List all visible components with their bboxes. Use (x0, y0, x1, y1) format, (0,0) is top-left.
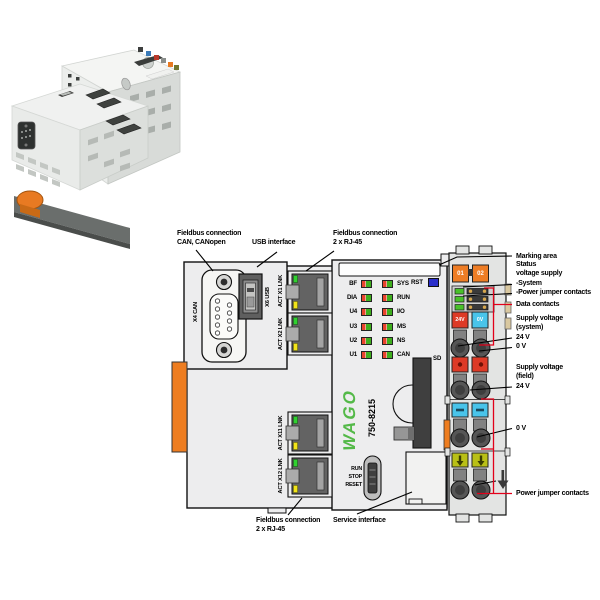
sd-label: SD (433, 356, 442, 362)
photo-terminal-contacts (138, 47, 179, 70)
label-fieldbus-top: Fieldbus connection 2 x RJ-45 (333, 230, 398, 247)
label-power-jumper-contacts: Power jumper contacts (516, 490, 589, 497)
mode-switch (363, 455, 382, 501)
led-label-u3: U3 (349, 323, 357, 330)
led-row: U2 NS (337, 336, 405, 345)
photo-dsub (17, 121, 36, 150)
label-status-voltage-supply: Status voltage supply -System -Power jum… (516, 261, 591, 297)
sd-card-slot (392, 357, 432, 461)
led-label-u1: U1 (349, 351, 357, 358)
led-label-u2: U2 (349, 337, 357, 344)
port-label-act-x11-lnk: ACT X11 LNK (278, 415, 284, 451)
marking-strip (338, 262, 441, 277)
bicolor-led (361, 307, 372, 316)
led-label-u4: U4 (349, 308, 357, 315)
mode-switch-labels: RUN STOP RESET (345, 466, 362, 488)
label-fieldbus-bottom: Fieldbus connection 2 x RJ-45 (256, 517, 321, 534)
bicolor-led (382, 293, 393, 302)
photo-vents-lower (16, 152, 60, 187)
led-label-ns: NS (397, 337, 406, 344)
port-label-x6-usb: X6 USB (265, 287, 271, 307)
led-label-ms: MS (397, 323, 406, 330)
dsub-can-connector (201, 269, 247, 363)
label-data-contacts: Data contacts (516, 301, 560, 308)
terminal-24v-text: 24V (455, 317, 465, 323)
port-label-act-x2-lnk: ACT X2 LNK (278, 317, 284, 351)
led-row: U3 MS (337, 322, 406, 331)
port-label-act-x12-lnk: ACT X12 LNK (278, 458, 284, 494)
bicolor-led (361, 336, 372, 345)
rst-label: RST (411, 279, 423, 286)
led-row: DIA RUN (337, 293, 410, 302)
photo-vents-right (88, 130, 130, 172)
wago-logo: WAGO (340, 386, 359, 453)
bicolor-led (382, 322, 393, 331)
bicolor-led (382, 279, 393, 288)
led-label-sys: SYS (397, 280, 409, 287)
bicolor-led (361, 279, 372, 288)
label-supply-system: Supply voltage (system) 24 V 0 V (516, 315, 563, 351)
usb-port (238, 273, 263, 320)
bicolor-led (382, 336, 393, 345)
red-bracket-lines (477, 287, 512, 495)
terminal-latch-orange (443, 419, 451, 451)
led-label-bf: BF (349, 280, 357, 287)
model-number: 750-8215 (367, 398, 377, 438)
led-row: U1 CAN (337, 350, 410, 359)
terminal-0v-text: 0V (476, 317, 484, 323)
led-label-run: RUN (397, 294, 410, 301)
system-24v-block (451, 311, 469, 329)
led-label-dia: DIA (346, 294, 357, 301)
system-0v-block (471, 311, 489, 329)
terminal-block (443, 245, 512, 523)
label-service-interface: Service interface (333, 517, 386, 524)
bicolor-led (382, 350, 393, 359)
port-label-act-x1-lnk: ACT X1 LNK (278, 274, 284, 308)
product-photo (10, 47, 182, 249)
label-marking-area: Marking area (516, 253, 557, 260)
status-led-and-data-contacts (451, 285, 495, 313)
earth-ground-icon (497, 470, 509, 489)
led-label-io: I/O (397, 308, 405, 315)
rj45-port-x2 (285, 312, 333, 356)
rj45-port-x11 (285, 411, 333, 455)
marking-02: 02 (477, 270, 484, 277)
rj45-port-x12 (285, 454, 333, 498)
rst-button (427, 278, 439, 287)
minus-icon (456, 408, 464, 412)
label-usb-interface: USB interface (252, 239, 296, 246)
bicolor-led (361, 293, 372, 302)
label-fieldbus-can: Fieldbus connection CAN, CANopen (177, 230, 242, 247)
bicolor-led (361, 350, 372, 359)
din-rail-latch (171, 361, 188, 453)
photo-rj45-jacks (85, 88, 142, 135)
led-label-can: CAN (397, 351, 410, 358)
led-row: BF SYS (337, 279, 409, 288)
rj45-port-x1 (285, 270, 333, 314)
led-row: U4 I/O (337, 307, 405, 316)
bicolor-led (361, 322, 372, 331)
reset-control: RST (411, 278, 439, 287)
label-supply-field: Supply voltage (field) 24 V (516, 364, 563, 390)
port-label-x4-can: X4 CAN (193, 301, 199, 323)
marking-01: 01 (457, 270, 464, 277)
earth-arrow-icon (456, 455, 485, 466)
callout-leader-lines (195, 249, 513, 516)
label-field-0v: 0 V (516, 425, 526, 432)
service-hatch (405, 451, 447, 505)
bicolor-led (382, 307, 393, 316)
minus-icon (476, 408, 484, 412)
